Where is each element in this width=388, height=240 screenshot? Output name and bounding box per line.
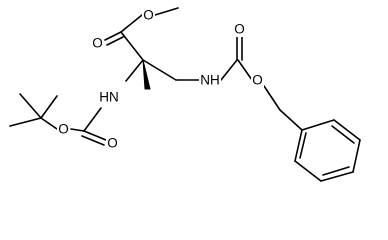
atom-n-cbz: NH	[199, 73, 221, 88]
atom-labels: O O NH O O HN O O	[57, 8, 264, 151]
bond-tbutyl-me-1	[9, 117, 42, 127]
bond-ring-3	[352, 139, 361, 173]
bond-ring-6	[294, 129, 303, 162]
atom-o-boc-ether: O	[57, 122, 70, 137]
atom-o-boc-carbonyl: O	[106, 136, 119, 151]
bond-boc-carbonyl-2	[81, 135, 105, 146]
atom-o-cbz-carbonyl: O	[233, 22, 246, 37]
bond-o-ester-carbon	[120, 14, 143, 33]
atom-label: O	[92, 36, 103, 51]
atom-label: NH	[200, 73, 220, 88]
bond-ring-1	[301, 119, 335, 131]
bond-ester-carbon-quaternary	[120, 31, 144, 61]
atom-label: O	[107, 136, 118, 151]
bond-ring-5	[294, 160, 322, 182]
bond-methyl-o	[154, 7, 179, 16]
bond-cbz-carbon-o	[237, 59, 253, 81]
atom-label: O	[234, 22, 245, 37]
bond-quaternary-ch2	[142, 59, 177, 81]
atom-label: O	[143, 8, 154, 23]
atom-label: O	[58, 122, 69, 137]
bond-ring-inner-2	[322, 166, 350, 176]
atom-n-boc: HN	[98, 90, 120, 105]
bond-tbutyl-me-3	[40, 95, 58, 119]
bond-ring-4	[320, 171, 354, 182]
bond-ring-2	[333, 119, 361, 141]
bond-hn-boc-carbon	[83, 107, 102, 132]
atom-label: O	[252, 73, 263, 88]
bond-methyl-wedge	[142, 59, 151, 90]
bond-tbutyl-me-2	[19, 93, 42, 119]
bond-quaternary-hn	[125, 59, 144, 82]
atom-label: HN	[99, 90, 119, 105]
bond-o-tbutyl	[40, 117, 58, 130]
bond-ester-carbonyl-1	[104, 31, 122, 41]
bond-ring-inner-1	[331, 125, 355, 144]
atom-o-ester-carbonyl: O	[91, 36, 104, 51]
bond-ester-carbonyl-2	[106, 36, 124, 46]
atom-o-ester-methyl: O	[142, 8, 155, 23]
bonds	[9, 7, 361, 182]
bond-o-benzyl-ch2	[263, 85, 281, 111]
bond-ring-inner-3	[299, 132, 307, 159]
bond-benzyl-ch2-ring	[279, 109, 303, 131]
bond-boc-carbon-o	[70, 128, 85, 132]
bond-nh-cbz-carbon	[220, 59, 238, 81]
chemical-structure: O O NH O O HN O O	[9, 7, 361, 182]
bond-boc-carbonyl-1	[83, 130, 107, 141]
atom-o-cbz-ether: O	[251, 73, 264, 88]
